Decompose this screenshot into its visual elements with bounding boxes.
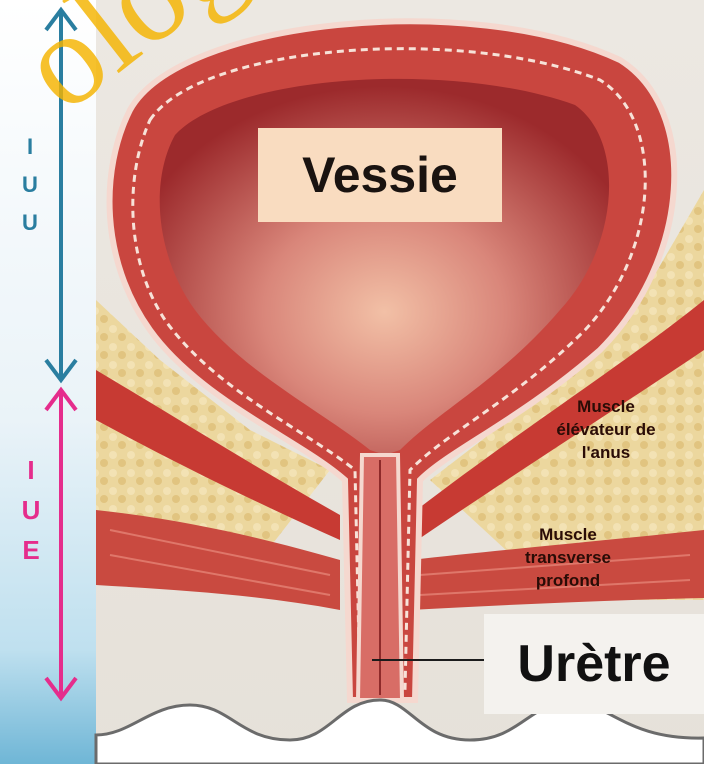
levator-label-line-1: Muscle [520, 395, 692, 418]
iuu-letter-1: I [17, 128, 43, 166]
iue-letter-1: I [18, 450, 44, 490]
levator-label-line-3: l'anus [520, 441, 692, 464]
transverse-label-line-1: Muscle [494, 523, 642, 546]
transverse-label-line-2: transverse [494, 546, 642, 569]
uretre-label: Urètre [484, 614, 704, 714]
iuu-letter-3: U [17, 204, 43, 242]
iuu-letter-2: U [17, 166, 43, 204]
vessie-label: Vessie [258, 128, 502, 222]
iue-letter-3: E [18, 530, 44, 570]
levator-label-line-2: élévateur de [520, 418, 692, 441]
scale-sidebar [0, 0, 96, 764]
iue-letter-2: U [18, 490, 44, 530]
iue-scale-letters: I U E [18, 450, 44, 570]
iuu-scale-letters: I U U [17, 128, 43, 242]
transverse-profond-label: Muscle transverse profond [494, 523, 642, 592]
transverse-label-line-3: profond [494, 569, 642, 592]
levator-ani-label: Muscle élévateur de l'anus [520, 395, 692, 464]
